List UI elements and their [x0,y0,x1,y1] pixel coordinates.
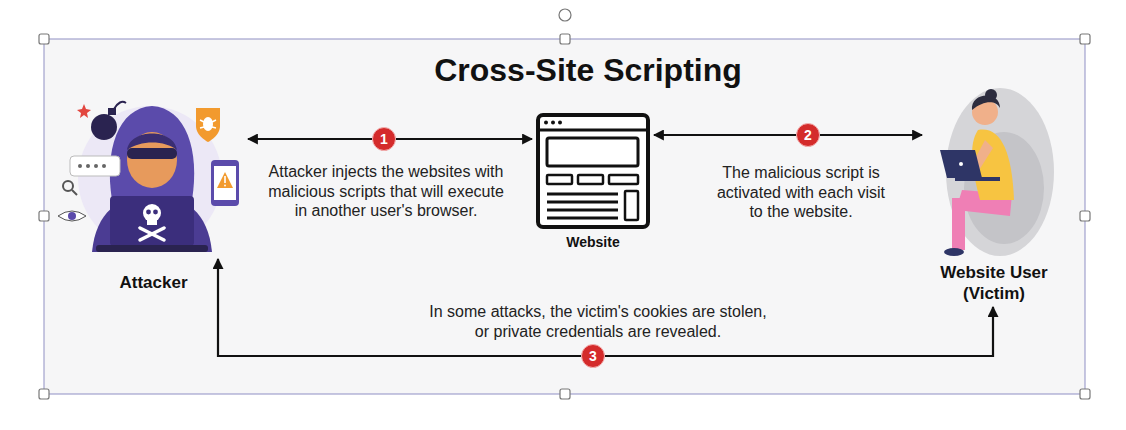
figure-space [535,110,651,234]
hacker-illustration [58,102,239,252]
website-icon [538,115,648,227]
resize-handle [1080,211,1090,221]
password-dot [94,164,98,168]
page-block [547,175,572,184]
browser-window [538,115,648,227]
page-line [547,193,618,196]
laptop-screen [110,196,194,246]
resize-handle [1080,34,1090,44]
victim-shin [952,198,965,250]
magnifier-handle [72,190,77,195]
resize-handle [560,34,570,44]
figure-space [925,82,1063,262]
hacker-hood [110,106,194,200]
resize-handle [560,389,570,399]
password-dot [102,164,106,168]
resize-handles [39,34,1090,399]
callout-number: 2 [797,124,819,146]
website-box: Website [535,110,651,251]
crossbone [140,228,164,240]
password-dot [78,164,82,168]
rotate-handle [559,9,571,21]
skull-eye [153,210,158,215]
bug-badge [196,108,220,142]
browser-bar [538,129,648,132]
warning-mark [224,176,226,183]
laptop-base [96,245,208,252]
page-line [547,209,618,212]
page-block [609,175,638,184]
step-description: In some attacks, the victim's cookies ar… [426,302,771,341]
resize-handle [39,211,49,221]
crossbone [140,228,164,240]
callout-number: 1 [373,128,395,150]
resize-handle [39,389,49,399]
page-banner [547,138,638,166]
hacker-fringe [127,134,177,151]
spark-star [77,104,91,118]
callout-badge: 2 [796,123,820,147]
bug-legs [200,120,216,128]
browser-dot [558,121,562,125]
page-sidebar [625,191,638,220]
page-block [578,175,603,184]
callout-badge: 1 [372,127,396,151]
description-holder: In some attacks, the victim's cookies ar… [426,302,771,341]
page-line [547,217,618,220]
callout-badge: 3 [581,344,605,368]
skull-jaw [147,218,157,225]
password-field [70,156,120,176]
page-line [547,201,618,204]
hacker-body [92,196,212,252]
phone-screen [214,166,236,200]
victim-figure: Website User (Victim) [925,82,1063,304]
password-dot [86,164,90,168]
slide-panel [44,39,1085,394]
node-label: Website [566,234,619,251]
title-holder: Cross-Site Scripting [308,51,868,89]
step-description: The malicious script is activated with e… [712,163,890,222]
bug-body [203,117,213,131]
hacker-face [127,132,177,188]
victim-laptop [940,150,982,178]
victim-illustration [940,88,1054,256]
description-holder: The malicious script is activated with e… [712,163,890,222]
warning-dot [224,185,226,187]
bomb [91,114,117,140]
resize-handle [39,34,49,44]
resize-handle [1080,389,1090,399]
step-description: Attacker injects the websites with malic… [264,162,509,221]
flow-arrow [218,259,993,356]
warning-triangle [217,172,233,188]
browser-dot [551,121,555,125]
laptop-base [955,177,1000,181]
eye-pupil [68,212,76,220]
hacker-mask [127,148,177,159]
attacker-figure: Attacker [62,94,245,256]
node-label: Attacker [119,272,187,293]
label-holder: Attacker [62,272,245,293]
browser-dot [544,121,548,125]
victim-foot [944,248,964,256]
phone [211,160,239,206]
bomb-fuse [114,102,126,109]
flow-arrow [654,134,922,136]
label-holder: Website [535,234,651,251]
callout-number: 3 [582,345,604,367]
magnifier [63,181,73,191]
victim-bun [985,89,997,101]
skull-eye [146,210,151,215]
description-holder: Attacker injects the websites with malic… [264,162,509,221]
laptop-logo [959,162,963,166]
eye [58,211,86,221]
label-holder: Website User (Victim) [925,262,1063,304]
diagram-title: Cross-Site Scripting [308,51,868,89]
node-label: Website User (Victim) [925,262,1063,304]
